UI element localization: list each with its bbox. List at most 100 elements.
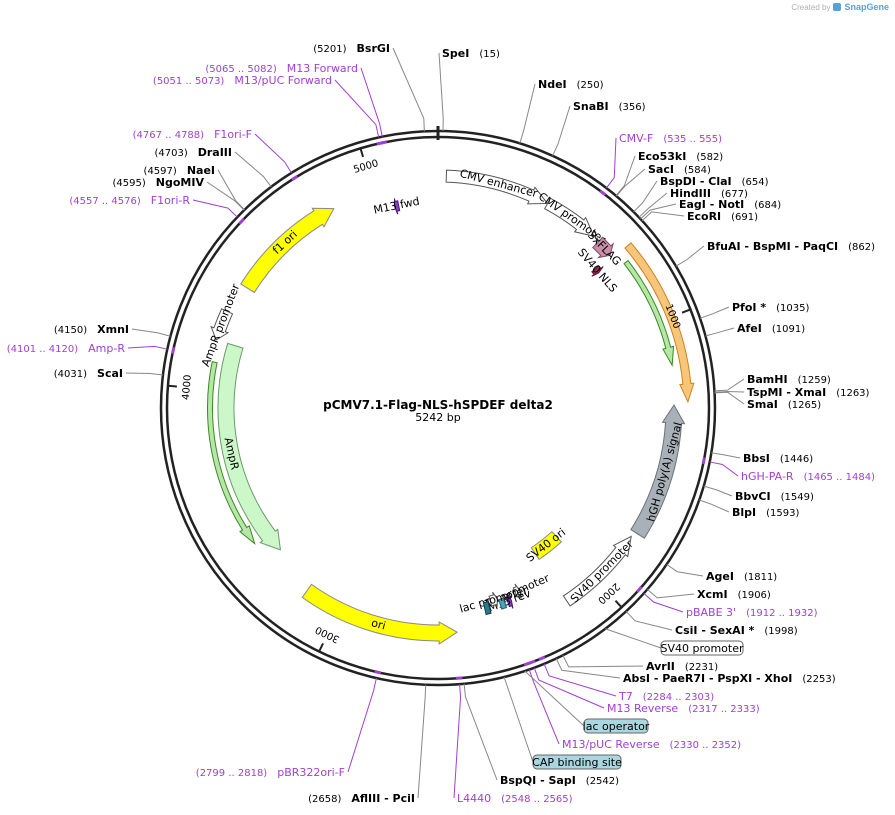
site-draiii[interactable]: DraIII(4703) — [154, 146, 232, 159]
site-name: HindIII — [670, 187, 711, 200]
primer-cmv-f[interactable]: CMV-F(535 .. 555) — [619, 132, 722, 145]
site-leader — [392, 47, 425, 132]
primer-t7[interactable]: T7(2284 .. 2303) — [618, 690, 714, 703]
primer-leader — [453, 684, 462, 799]
site-xcmi[interactable]: XcmI(1906) — [697, 588, 771, 601]
site-name: AvrII — [646, 660, 675, 673]
primer-hgh-pa-r[interactable]: hGH-PA-R(1465 .. 1484) — [741, 470, 875, 483]
site-eagi-noti[interactable]: EagI - NotI(684) — [679, 198, 781, 211]
site-scai[interactable]: ScaI(4031) — [54, 367, 123, 380]
site-bbvci[interactable]: BbvCI(1549) — [735, 490, 814, 503]
site-name: NaeI — [187, 164, 215, 177]
site-bamhi[interactable]: BamHI(1259) — [747, 373, 831, 386]
feature-hgh-poly-a-signal[interactable] — [630, 404, 686, 539]
label-layer: BsrGI(5201) SpeI(15) NdeI(250) SnaBI(356) Ec… — [7, 42, 875, 805]
site-bsrgi[interactable]: BsrGI(5201) — [313, 42, 390, 55]
site-name: AgeI — [706, 570, 734, 583]
primer-m13-puc-reverse[interactable]: M13/pUC Reverse(2330 .. 2352) — [562, 738, 741, 751]
feature-ampr-promoter[interactable] — [210, 308, 234, 341]
feature-m13-fwd[interactable] — [393, 198, 401, 215]
feature-sv40-ori[interactable] — [530, 530, 563, 561]
snapgene-credit: Created by SnapGene — [791, 2, 889, 12]
site-bspqi-sapi[interactable]: BspQI - SapI(2542) — [500, 774, 619, 787]
box-text: CAP binding site — [532, 756, 622, 769]
site-position: (2253) — [802, 674, 835, 685]
site-saci[interactable]: SacI(584) — [648, 163, 711, 176]
primer-mark — [238, 217, 246, 225]
site-avrii[interactable]: AvrII (2231) — [646, 660, 718, 673]
site-csii-sexai[interactable]: CsiI - SexAI *(1998) — [675, 624, 798, 637]
site-name: BlpI — [732, 506, 756, 519]
feature-ori[interactable] — [301, 583, 459, 645]
site-tspmi-xmai[interactable]: TspMI - XmaI(1263) — [747, 386, 870, 399]
site-ndei[interactable]: NdeI(250) — [538, 78, 604, 91]
site-leader — [638, 192, 668, 218]
site-leader — [417, 684, 427, 799]
boxed-label-cap-binding-site[interactable]: CAP binding site — [532, 754, 622, 770]
site-naei[interactable]: NaeI(4597) — [144, 164, 215, 177]
feature-lac-operator[interactable] — [498, 597, 508, 610]
site-position: (1906) — [738, 590, 771, 601]
primer-name: M13/pUC Reverse — [562, 738, 660, 751]
site-position: (356) — [619, 102, 646, 113]
site-smai[interactable]: SmaI(1265) — [747, 398, 821, 411]
site-spei[interactable]: SpeI(15) — [442, 47, 500, 60]
primer-m13-reverse[interactable]: M13 Reverse(2317 .. 2333) — [607, 702, 760, 715]
site-absi-paer7i-pspxi-xhoi[interactable]: AbsI - PaeR7I - PspXI - XhoI(2253) — [623, 672, 836, 685]
site-name: Eco53kI — [638, 150, 686, 163]
site-leader — [555, 658, 621, 679]
feature-cap[interactable] — [482, 601, 492, 616]
site-name: EcoRI — [687, 210, 721, 223]
primer-m13-puc-forward[interactable]: M13/pUC Forward(5051 .. 5073) — [153, 74, 332, 87]
primer-leader — [643, 592, 684, 613]
primer-l4440[interactable]: L4440(2548 .. 2565) — [457, 792, 573, 805]
feature-m13-rev[interactable] — [505, 593, 514, 609]
site-leader — [562, 655, 644, 668]
box-leader — [524, 670, 585, 727]
feature-sv40-promoter[interactable] — [562, 535, 632, 607]
primer-leader — [605, 137, 617, 189]
primer-pbr322ori-f[interactable]: pBR322ori-F(2799 .. 2818) — [196, 766, 345, 779]
site-afei[interactable]: AfeI(1091) — [737, 322, 805, 335]
boxed-label-sv40-promoter[interactable]: SV40 promoter — [660, 640, 744, 656]
site-hindiii[interactable]: HindIII(677) — [670, 187, 748, 200]
site-position: (654) — [742, 177, 769, 188]
primer-mark — [171, 346, 176, 354]
primer-name: F1ori-R — [151, 194, 191, 207]
site-ngomiv[interactable]: NgoMIV(4595) — [113, 176, 205, 189]
feature-f1-ori[interactable] — [240, 207, 335, 294]
feature-orf-orange[interactable] — [624, 242, 695, 404]
site-ecori[interactable]: EcoRI (691) — [687, 210, 758, 223]
primer-pbabe-3[interactable]: pBABE 3'(1912 .. 1932) — [686, 606, 818, 619]
feature-lac-promoter[interactable] — [488, 591, 498, 608]
feature-t7-promoter[interactable] — [512, 583, 522, 599]
site-agei[interactable]: AgeI(1811) — [706, 570, 777, 583]
feature-cmv-promoter[interactable] — [543, 197, 595, 237]
primer-mark — [455, 676, 463, 680]
site-position: (1263) — [836, 388, 869, 399]
site-bbsi[interactable]: BbsI(1446) — [743, 452, 813, 465]
feature-3xflag[interactable] — [592, 236, 615, 259]
site-eco53ki[interactable]: Eco53kI(582) — [638, 150, 723, 163]
primer-m13-forward[interactable]: M13 Forward(5065 .. 5082) — [205, 62, 358, 75]
site-bspdi-clai[interactable]: BspDI - ClaI(654) — [660, 175, 769, 188]
site-bfuai-bspmi-paqci[interactable]: BfuAI - BspMI - PaqCI(862) — [707, 240, 875, 253]
site-position: (2231) — [685, 662, 718, 673]
site-snabi[interactable]: SnaBI(356) — [573, 100, 646, 113]
site-position: (1259) — [798, 375, 831, 386]
site-xmni[interactable]: XmnI(4150) — [54, 323, 129, 336]
primer-f1ori-r[interactable]: F1ori-R(4557 .. 4576) — [69, 194, 190, 207]
site-pfoi[interactable]: PfoI *(1035) — [732, 301, 809, 314]
feature-sv40-nls[interactable] — [591, 265, 604, 277]
primer-f1ori-f[interactable]: F1ori-F(4767 .. 4788) — [133, 128, 252, 141]
site-position: (584) — [684, 165, 711, 176]
feature-cmv-enhancer[interactable] — [445, 169, 549, 205]
feature-orf-green[interactable] — [623, 259, 675, 367]
primer-amp-r[interactable]: Amp-R(4101 .. 4120) — [7, 342, 126, 355]
feature-ampr-inner[interactable] — [207, 361, 256, 546]
site-blpi[interactable]: BlpI(1593) — [732, 506, 799, 519]
feature-ampr[interactable] — [217, 342, 282, 551]
site-position: (691) — [731, 212, 758, 223]
site-afliii-pcii[interactable]: AflIII - PciI(2658) — [308, 792, 415, 805]
boxed-label-lac-operator[interactable]: lac operator — [583, 718, 650, 734]
